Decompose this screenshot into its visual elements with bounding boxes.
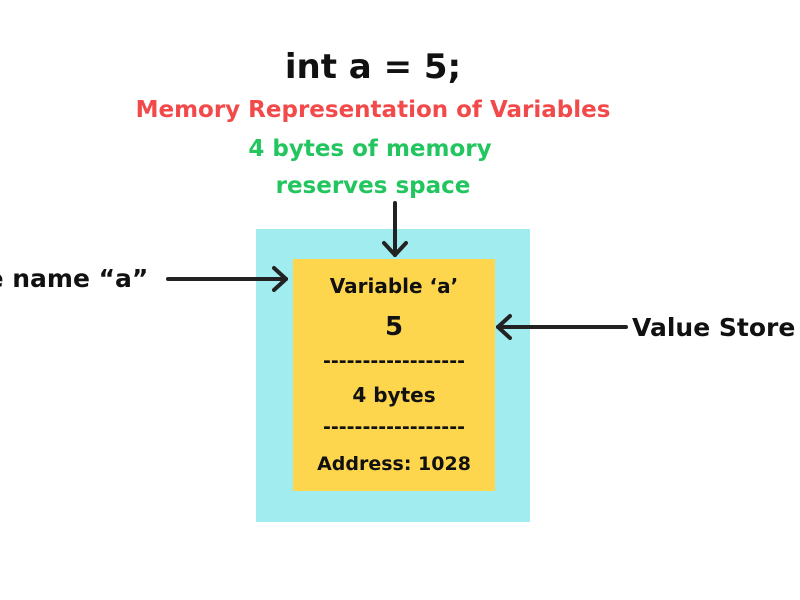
variable-label: Variable ‘a’ (329, 274, 459, 298)
value-stored-label: Value Store (632, 313, 796, 342)
code-title: int a = 5; (284, 47, 462, 87)
separator-line: ------------------ (323, 416, 465, 438)
diagram-subtitle: Memory Representation of Variables (135, 97, 611, 123)
allocation-note-line-1: 4 bytes of memory (248, 136, 492, 162)
allocation-note-line-2: reserves space (275, 173, 471, 199)
variable-name-label: le name “a” (0, 264, 149, 293)
variable-value: 5 (384, 312, 404, 342)
memory-address-label: Address: 1028 (317, 453, 471, 475)
memory-size-label: 4 bytes (352, 383, 436, 407)
variable-memory-block (293, 259, 495, 491)
separator-line: ------------------ (323, 350, 465, 372)
